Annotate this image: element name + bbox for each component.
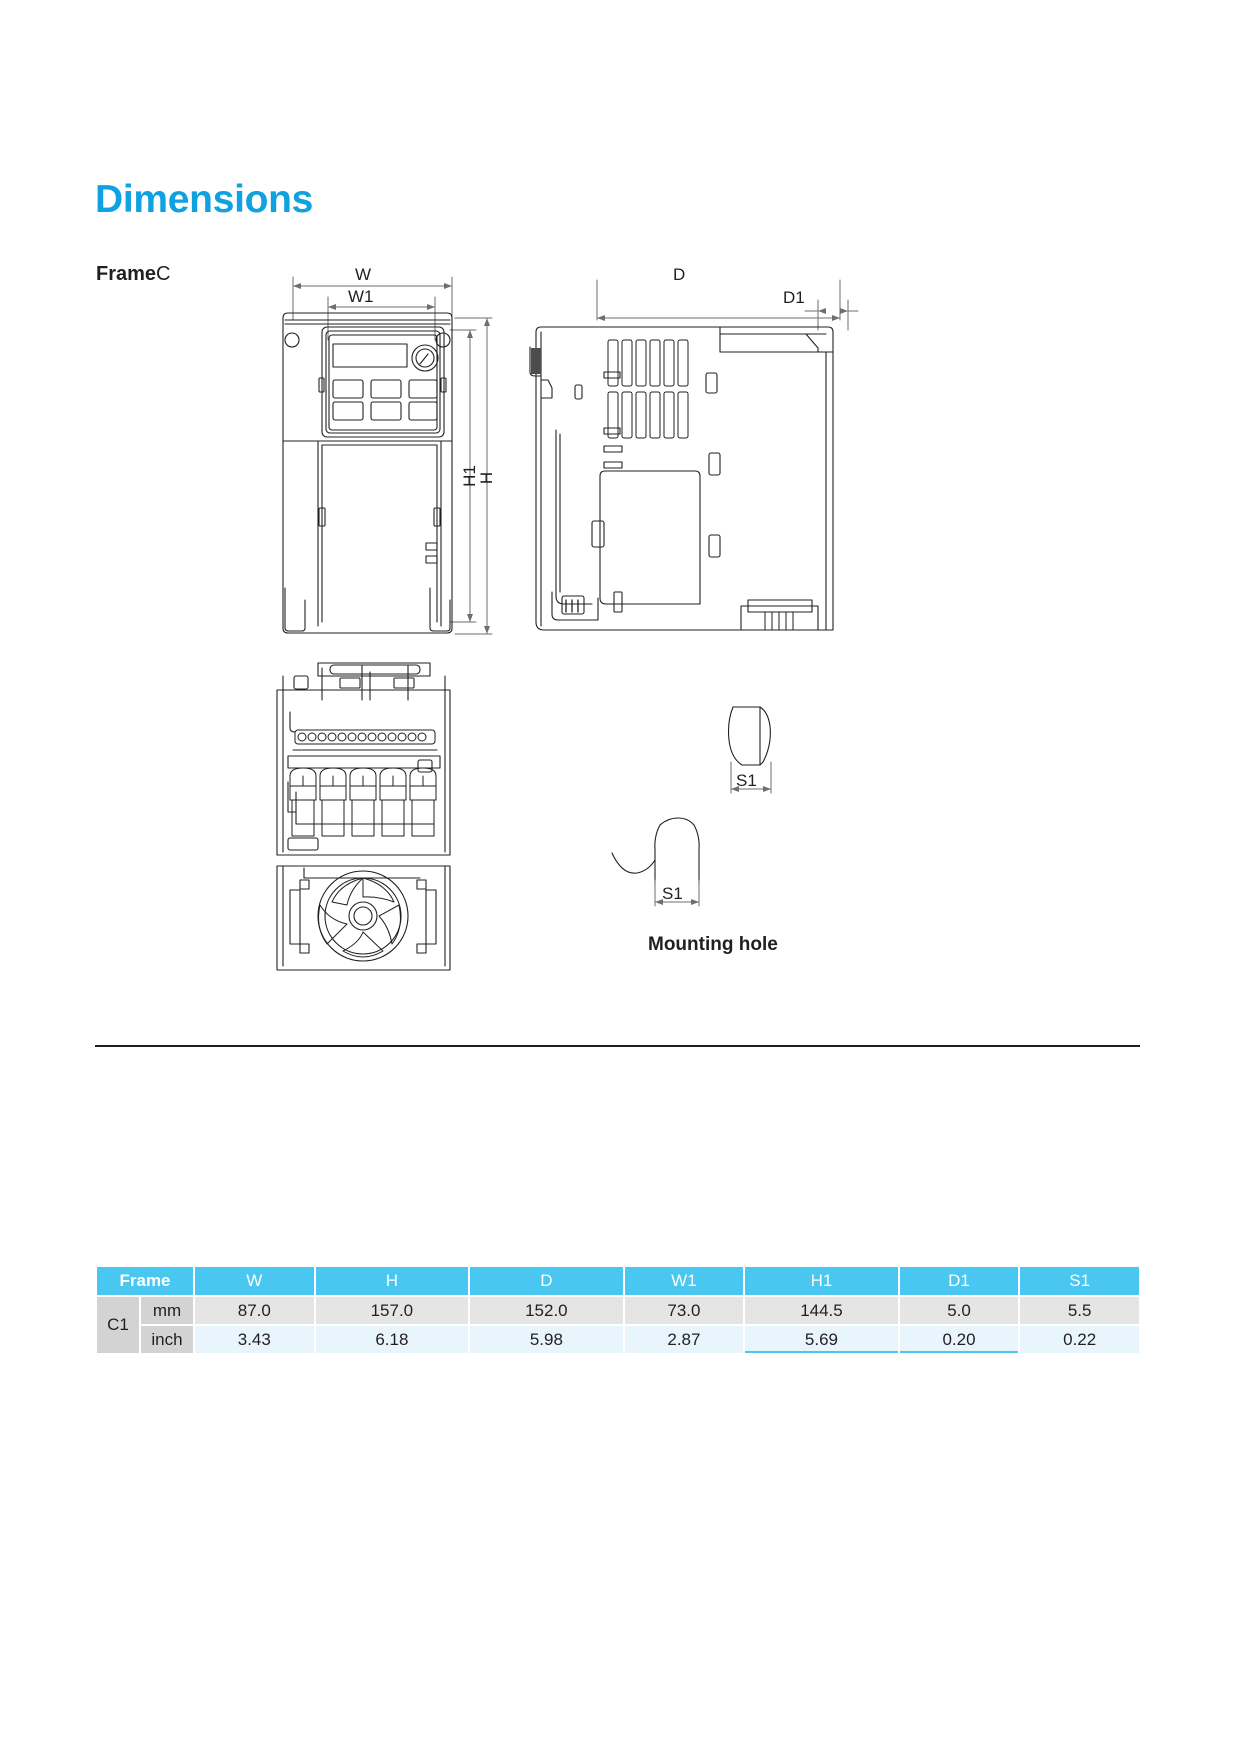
table-cell-mm-w1: 73.0 (624, 1297, 744, 1324)
table-header-row: Frame W H D W1 H1 D1 S1 (97, 1267, 1139, 1295)
table-cell-mm-d1: 5.0 (899, 1297, 1019, 1324)
mounting-hole-keyhole-detail (611, 817, 700, 907)
table-header-d: D (470, 1267, 623, 1295)
table-cell-mm-h: 157.0 (315, 1297, 469, 1324)
bottom-view-vfd-drive (276, 662, 451, 971)
table-cell-unit-mm: mm (141, 1297, 193, 1324)
table-header-s1: S1 (1020, 1267, 1139, 1295)
frame-caption-letter: C (156, 263, 171, 285)
dimension-label-h: H (477, 471, 497, 485)
table-row: C1 mm 87.0 157.0 152.0 73.0 144.5 5.0 5.… (97, 1297, 1139, 1353)
table-cell-unit-inch: inch (141, 1326, 193, 1353)
table-cell-frame-c1: C1 (97, 1297, 139, 1353)
dimension-label-s1-bottom: S1 (662, 884, 683, 903)
table-row: inch 3.43 6.18 5.98 2.87 5.69 0.20 0.22 (97, 1326, 1139, 1353)
table-cell-inch-d: 5.98 (470, 1326, 623, 1353)
table-cell-mm-d: 152.0 (470, 1297, 623, 1324)
side-view-vfd-drive (529, 279, 859, 631)
table-header-w: W (195, 1267, 314, 1295)
table-header-frame: Frame (97, 1267, 193, 1295)
table-cell-inch-h1: 5.69 (745, 1326, 898, 1353)
dimensions-table: Frame W H D W1 H1 D1 S1 C1 mm 87.0 157.0… (95, 1265, 1141, 1355)
table-cell-mm-h1: 144.5 (745, 1297, 898, 1324)
frame-caption-bold: Frame (96, 263, 157, 285)
table-cell-mm-w: 87.0 (195, 1297, 314, 1324)
dimension-label-s1-top: S1 (736, 771, 757, 790)
table-header-w1: W1 (624, 1267, 744, 1295)
table-header-h: H (315, 1267, 469, 1295)
dimension-label-d1: D1 (783, 288, 805, 307)
table-cell-mm-s1: 5.5 (1020, 1297, 1139, 1324)
front-view-vfd-drive (282, 276, 493, 635)
section-divider (95, 1045, 1140, 1047)
mounting-hole-caption: Mounting hole (648, 934, 778, 955)
page-title: Dimensions (95, 178, 314, 221)
table-cell-inch-h: 6.18 (315, 1326, 469, 1353)
dimension-label-w1: W1 (348, 287, 374, 306)
table-cell-inch-w1: 2.87 (624, 1326, 744, 1353)
table-header-h1: H1 (745, 1267, 898, 1295)
frame-caption: FrameC (96, 263, 170, 286)
dimension-label-w: W (355, 265, 372, 284)
table-cell-inch-s1: 0.22 (1020, 1326, 1139, 1353)
table-cell-inch-d1: 0.20 (899, 1326, 1019, 1353)
dimension-label-d: D (673, 265, 686, 284)
table-cell-inch-w: 3.43 (195, 1326, 314, 1353)
table-header-d1: D1 (899, 1267, 1019, 1295)
